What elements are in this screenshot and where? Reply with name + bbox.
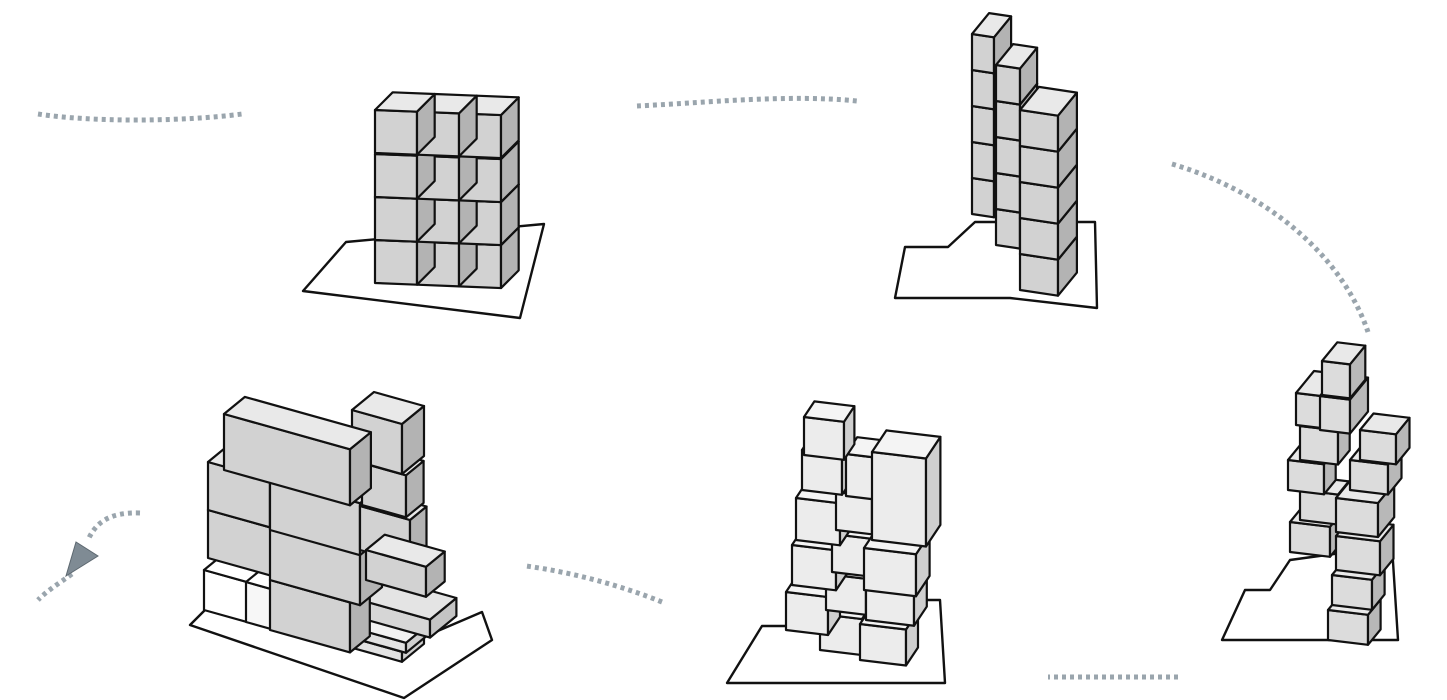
massing-stage-5: [190, 392, 492, 698]
box-front-face: [1020, 254, 1058, 296]
module-box: [804, 401, 854, 459]
box-front-face: [1350, 460, 1388, 495]
box-front-face: [996, 65, 1020, 105]
connector-line-5: [526, 566, 662, 602]
connector-line-7: [38, 574, 72, 600]
connector-line-6: [88, 513, 140, 540]
box-front-face: [1020, 146, 1058, 188]
box-front-face: [996, 137, 1020, 177]
massing-stage-4: [727, 401, 945, 683]
box-front-face: [972, 142, 994, 181]
box-front-face: [1020, 110, 1058, 152]
massing-stage-3: [1222, 342, 1410, 645]
box-front-face: [375, 197, 417, 242]
box-front-face: [972, 178, 994, 217]
box-front-face: [1288, 460, 1324, 494]
module-box: [1360, 414, 1410, 465]
box-front-face: [1336, 498, 1378, 537]
box-front-face: [1320, 396, 1350, 434]
box-front-face: [804, 417, 844, 460]
box-front-face: [860, 624, 906, 666]
box-front-face: [1020, 218, 1058, 260]
box-front-face: [1290, 522, 1330, 557]
box-front-face: [1296, 393, 1322, 428]
box-top-face: [804, 401, 854, 421]
box-front-face: [375, 110, 417, 155]
box-front-face: [375, 154, 417, 199]
massing-stage-2: [895, 13, 1097, 308]
module-box: [375, 92, 435, 154]
connector-line-1: [38, 114, 242, 120]
box-front-face: [996, 173, 1020, 213]
arrowhead-icon: [66, 542, 98, 576]
box-front-face: [796, 498, 840, 545]
box-front-face: [864, 548, 916, 596]
massing-stage-1: [303, 92, 544, 318]
connector-line-3: [1172, 164, 1368, 332]
box-front-face: [996, 101, 1020, 141]
box-front-face: [872, 452, 926, 546]
module-box: [872, 430, 940, 546]
connector-line-2: [637, 98, 857, 106]
box-front-face: [1300, 490, 1338, 525]
box-front-face: [972, 106, 994, 145]
box-front-face: [1020, 182, 1058, 224]
box-front-face: [792, 545, 836, 590]
box-front-face: [996, 209, 1020, 249]
box-front-face: [1322, 361, 1350, 398]
box-front-face: [1360, 430, 1396, 464]
box-front-face: [786, 592, 828, 635]
box-front-face: [972, 70, 994, 109]
box-front-face: [1336, 536, 1380, 575]
box-front-face: [375, 240, 417, 285]
box-front-face: [1332, 575, 1372, 610]
box-front-face: [972, 34, 994, 73]
box-front-face: [1328, 610, 1368, 645]
